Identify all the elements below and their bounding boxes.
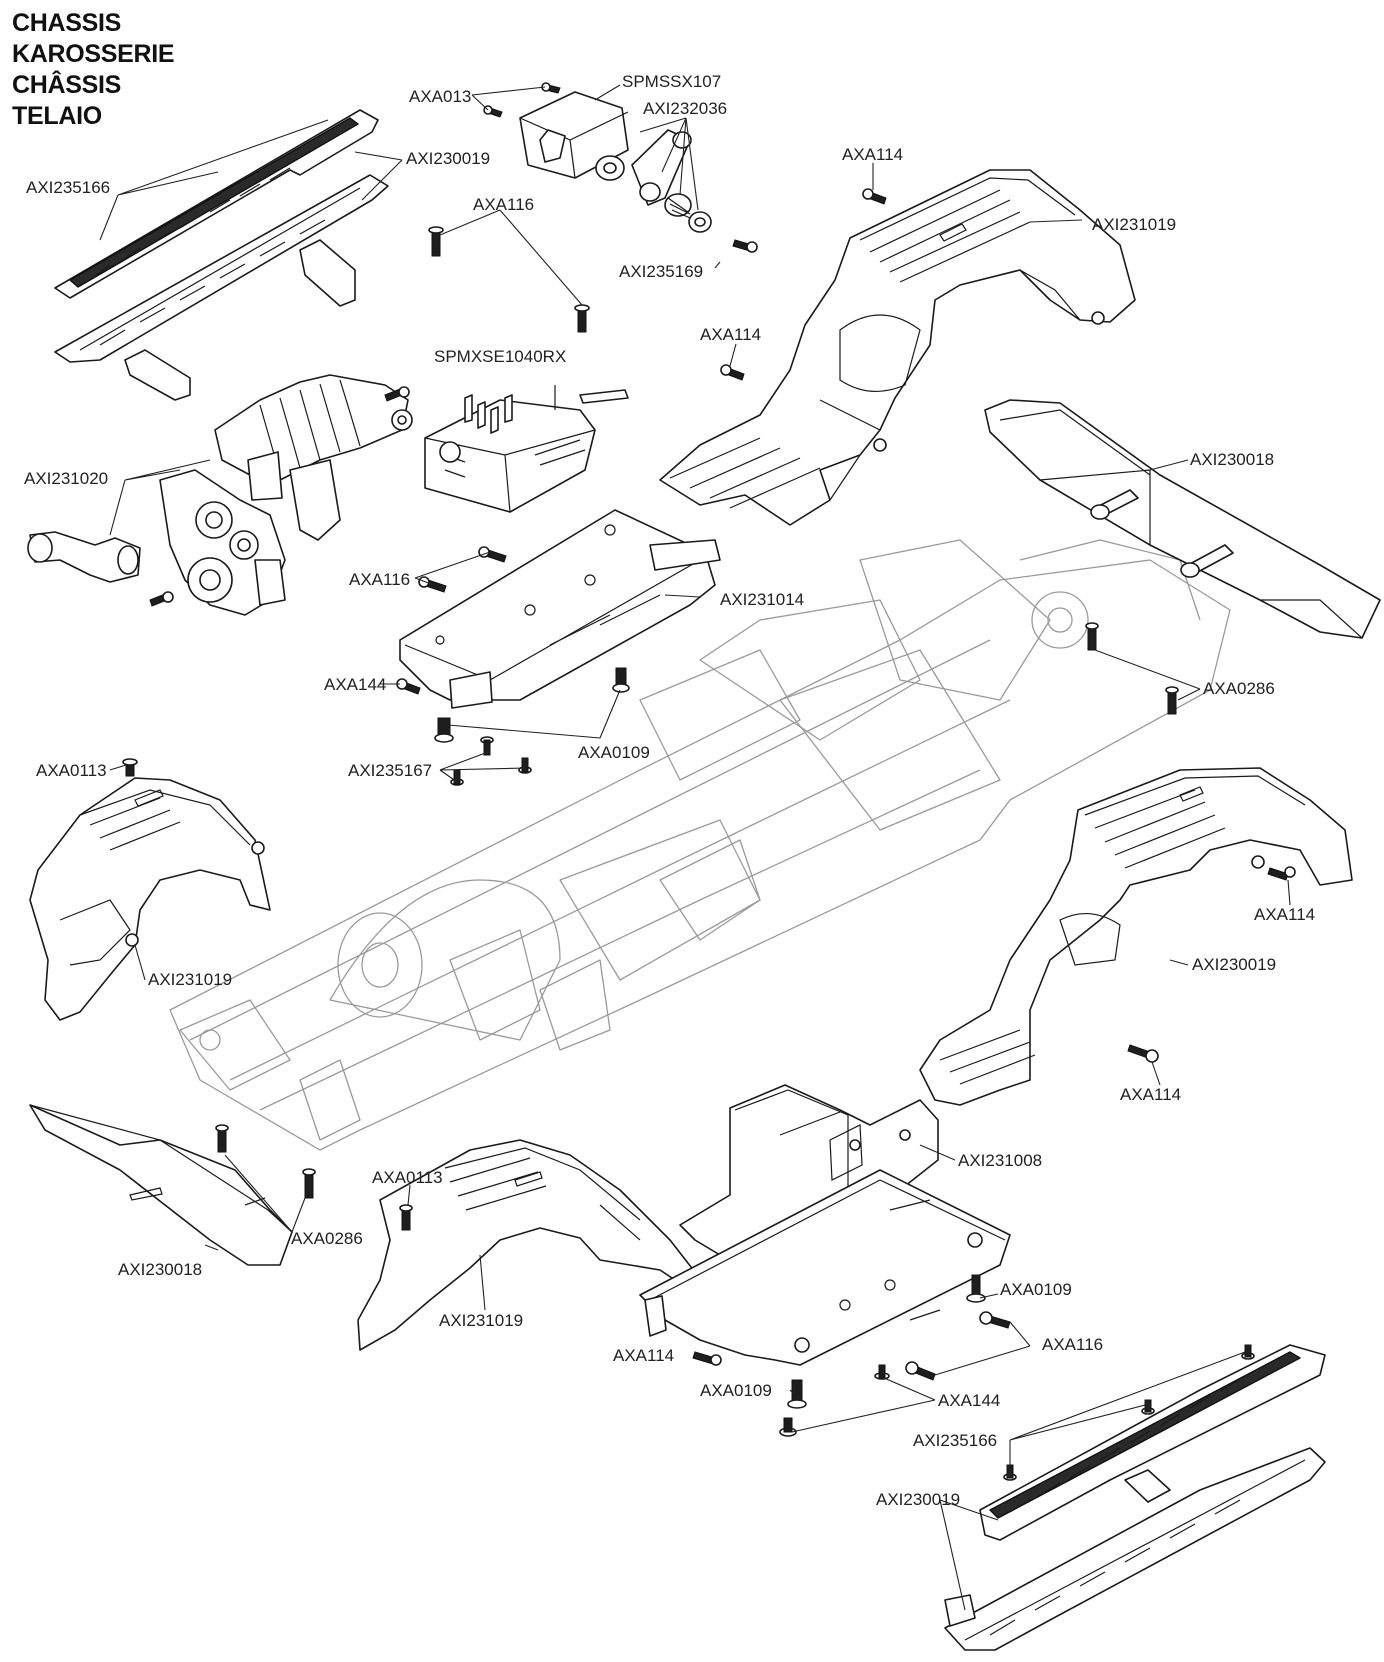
chassis-assembly-ghost	[169, 539, 1231, 1151]
part-label: AXI230019	[1192, 955, 1276, 974]
part-label: AXA0286	[291, 1229, 363, 1248]
part-label: AXA114	[1254, 905, 1315, 924]
title-block: CHASSIS KAROSSERIE CHÂSSIS TELAIO	[12, 8, 175, 132]
part-label: AXI230019	[876, 1490, 960, 1509]
title-line-en: CHASSIS	[12, 9, 122, 37]
battery-box-lower	[639, 1084, 1011, 1366]
battery-tray	[396, 509, 721, 709]
part-label: AXI232036	[643, 99, 727, 118]
part-label: AXI230019	[406, 149, 490, 168]
fender-front-lower	[357, 1139, 706, 1351]
fasteners-center	[122, 188, 1179, 786]
part-label: AXA0109	[578, 743, 650, 762]
part-label: AXI231019	[439, 1311, 523, 1330]
servo-assembly	[483, 82, 758, 253]
fasteners-lower	[692, 1274, 1011, 1437]
esc-receiver-unit	[424, 385, 629, 513]
part-label: AXA116	[349, 570, 410, 589]
part-label: AXI231014	[720, 590, 804, 609]
motor-transmission-assembly	[27, 374, 413, 616]
part-label: AXA144	[324, 675, 386, 694]
bumper-rear-upper	[984, 399, 1381, 639]
part-label: AXA0113	[36, 761, 107, 780]
part-label: AXI235169	[619, 262, 703, 281]
part-label: SPMXSE1040RX	[434, 347, 566, 366]
title-line-it: TELAIO	[12, 102, 102, 130]
part-label: AXA116	[473, 195, 534, 214]
part-label: AXA144	[938, 1391, 1000, 1410]
part-label: AXI231008	[958, 1151, 1042, 1170]
part-label: AXI231020	[24, 469, 108, 488]
part-label: AXI235166	[913, 1431, 997, 1450]
fender-right-upper	[659, 169, 1136, 526]
part-labels: AXA013 SPMSSX107 AXI232036 AXI230019 AXI…	[24, 72, 1315, 1509]
part-label: AXA0109	[700, 1381, 772, 1400]
part-label: AXA114	[842, 145, 903, 164]
part-label: AXI230018	[1190, 450, 1274, 469]
part-label: AXA116	[1042, 1335, 1103, 1354]
part-label: AXI230018	[118, 1260, 202, 1279]
part-label: AXI235167	[348, 761, 432, 780]
side-rail-right-lower	[944, 1344, 1326, 1651]
part-label: AXA013	[409, 87, 471, 106]
part-label: SPMSSX107	[622, 72, 721, 91]
title-line-fr: CHÂSSIS	[12, 71, 122, 99]
side-rail-left-upper	[54, 109, 389, 401]
part-label: AXI231019	[1092, 215, 1176, 234]
leader-lines	[99, 84, 1291, 1611]
part-label: AXA114	[1120, 1085, 1181, 1104]
part-label: AXA114	[613, 1346, 674, 1365]
part-label: AXI235166	[26, 178, 110, 197]
part-label: AXA0109	[1000, 1280, 1072, 1299]
part-label: AXI231019	[148, 970, 232, 989]
fender-left-middle	[29, 777, 271, 1021]
part-label: AXA0286	[1203, 679, 1275, 698]
part-label: AXA0113	[372, 1168, 443, 1187]
title-line-de: KAROSSERIE	[12, 40, 175, 68]
bumper-front-lower	[29, 1104, 316, 1266]
fender-right-middle	[919, 767, 1353, 1106]
part-label: AXA114	[700, 325, 761, 344]
